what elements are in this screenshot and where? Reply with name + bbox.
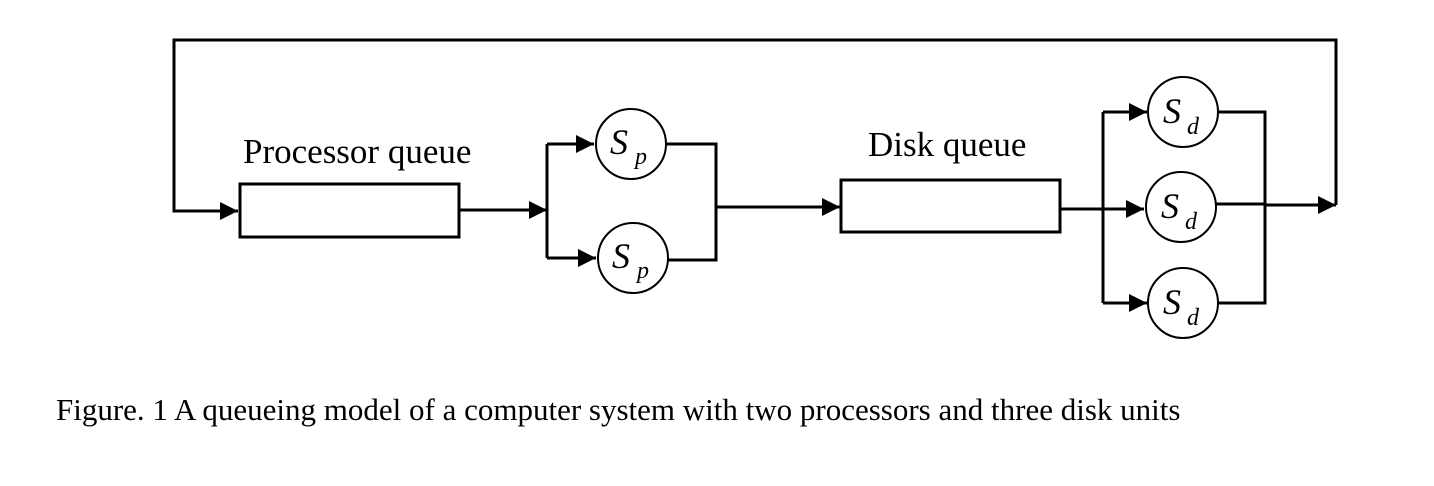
processor-server-1: S p	[595, 108, 667, 180]
feedback-loop-line	[172, 38, 1338, 220]
processor-server-2: S p	[597, 222, 669, 294]
processor-merge-line	[666, 142, 718, 262]
disk-server-1-symbol: S	[1163, 91, 1181, 131]
disk-server-1: S d	[1147, 76, 1219, 148]
disk-server-1-subscript: d	[1187, 114, 1200, 140]
figure-caption: Figure. 1 A queueing model of a computer…	[56, 392, 1180, 427]
processor-queue-label: Processor queue	[243, 132, 471, 171]
processor-server-1-subscript: p	[633, 144, 647, 170]
processor-queue-box	[238, 182, 461, 239]
disk-queue-label: Disk queue	[868, 125, 1026, 164]
disk-server-2-symbol: S	[1161, 186, 1179, 226]
disk-server-2: S d	[1145, 171, 1217, 243]
processor-server-2-symbol: S	[612, 236, 630, 276]
disk-server-3-symbol: S	[1163, 282, 1181, 322]
disk-server-3: S d	[1147, 267, 1219, 339]
disk-merge-line	[1218, 110, 1267, 305]
processor-server-2-subscript: p	[635, 258, 649, 284]
processor-server-1-symbol: S	[610, 122, 628, 162]
disk-server-2-subscript: d	[1185, 209, 1198, 235]
disk-queue-box	[839, 178, 1062, 234]
disk-server-3-subscript: d	[1187, 305, 1200, 331]
